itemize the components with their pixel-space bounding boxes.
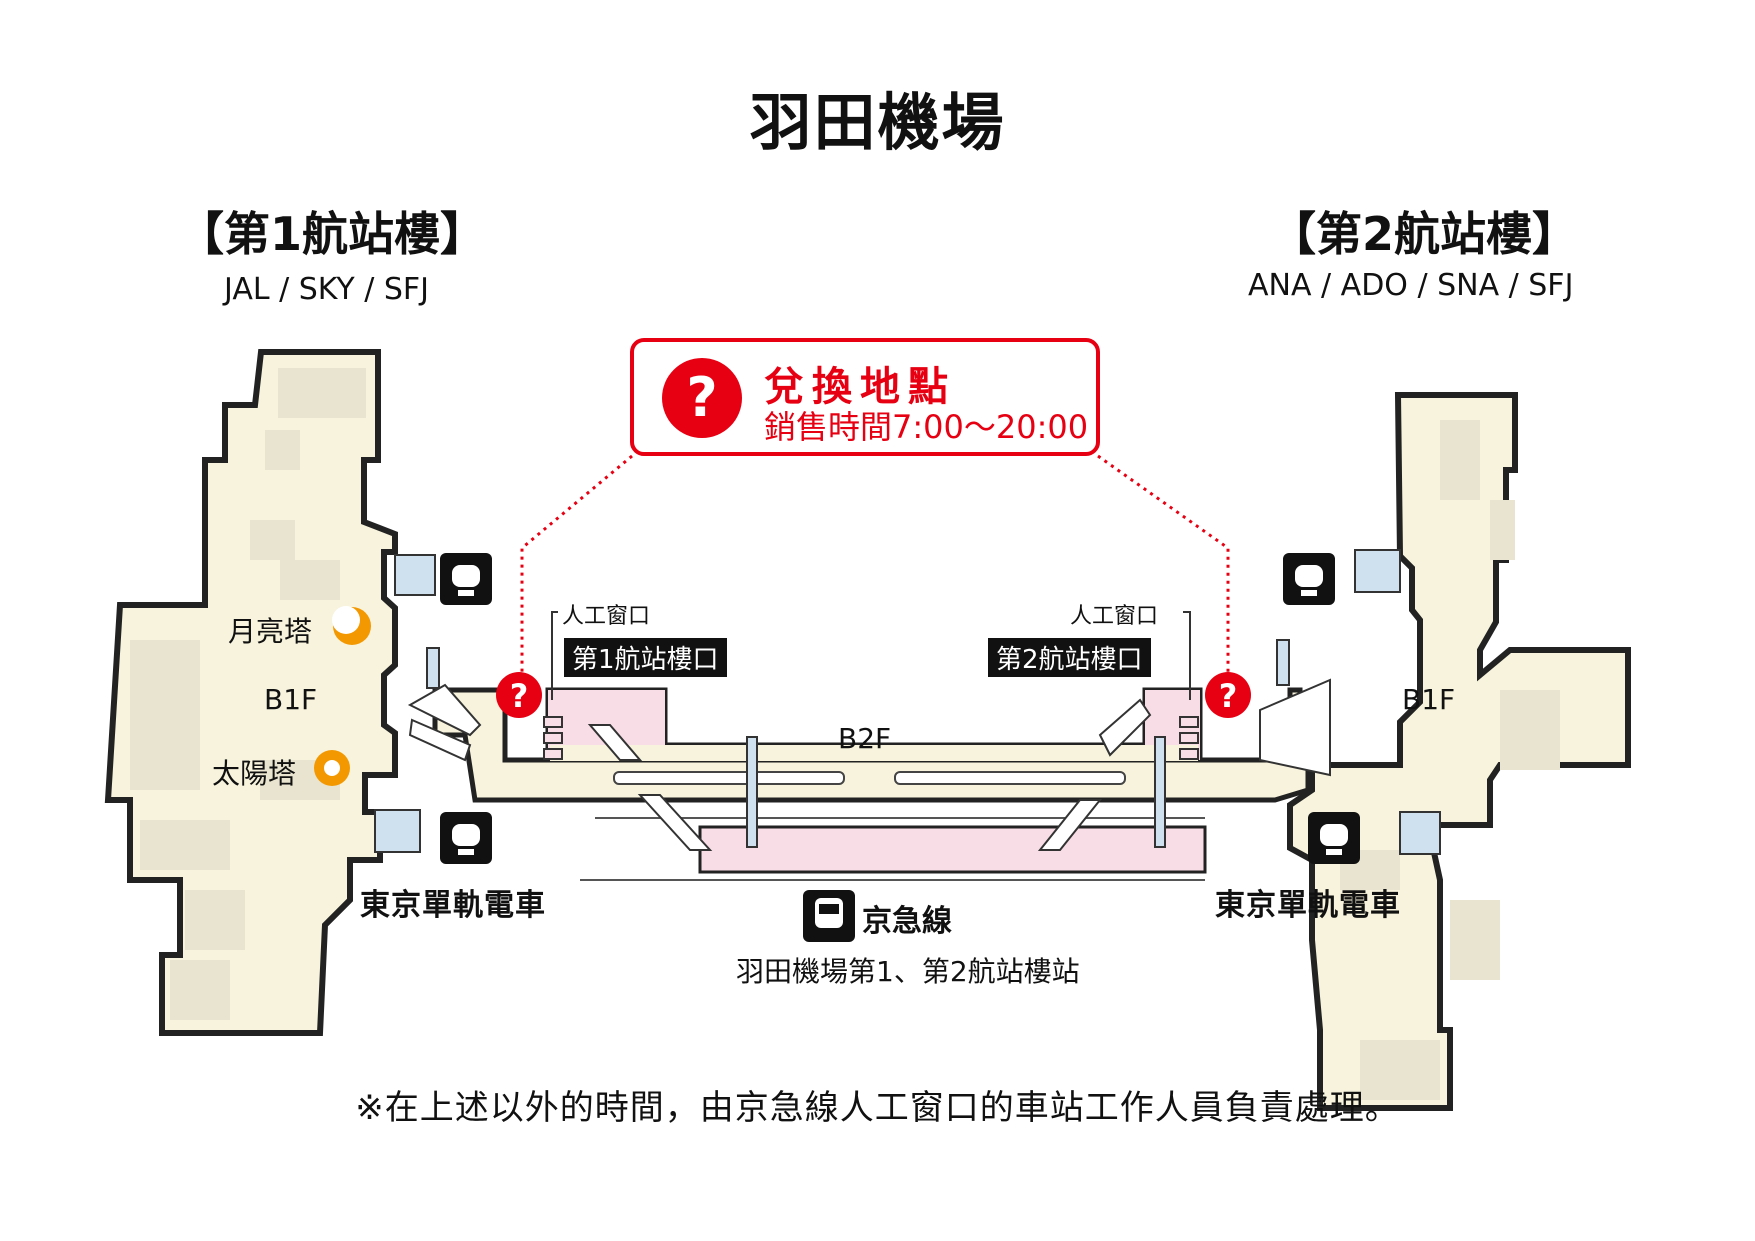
exchange-hours: 銷售時間7:00〜20:00: [764, 408, 1089, 446]
terminal1-name: 【第1航站樓】: [178, 207, 487, 261]
exchange-marker-left: [496, 672, 542, 718]
rail-2: [894, 771, 1126, 785]
rail-1: [613, 771, 845, 785]
keikyu-line-label: 京急線: [862, 904, 952, 939]
terminal1-rooms: [130, 368, 366, 1020]
glass-panels: [374, 549, 1441, 855]
keikyu-platform: [698, 825, 1207, 874]
terminal2-airlines: ANA / ADO / SNA / SFJ: [1248, 268, 1574, 303]
terminal2-floor: [1287, 392, 1631, 1111]
terminal1-floor-label: B1F: [264, 683, 318, 716]
escalators: [407, 678, 1331, 851]
window-label-right: 人工窗口: [1070, 604, 1159, 629]
window-label-left: 人工窗口: [562, 604, 651, 629]
gate2-label: 第2航站樓口: [988, 638, 1151, 677]
b2f-floor: [550, 745, 1198, 761]
exchange-marker-right: [1205, 672, 1251, 718]
svg-text:?: ?: [686, 366, 717, 429]
terminal2-floor-label: B1F: [1402, 683, 1456, 716]
page-title: 羽田機場: [749, 86, 1006, 159]
exchange-title: 兌換地點: [764, 364, 956, 410]
terminal2-rooms: [1340, 420, 1560, 1100]
exchange-marker-left-label: ?: [510, 677, 529, 715]
terminal1-airlines: JAL / SKY / SFJ: [224, 272, 430, 307]
sun-tower-label: 太陽塔: [212, 757, 297, 790]
exchange-question-icon: ?: [662, 358, 742, 438]
moon-tower-label: 月亮塔: [228, 615, 313, 648]
ticket-gates: [543, 716, 1199, 760]
terminal1-monorail-label: 東京單軌電車: [360, 888, 546, 923]
exchange-marker-right-label: ?: [1219, 677, 1238, 715]
gate1-label: 第1航站樓口: [564, 638, 727, 677]
station-name: 羽田機場第1、第2航站樓站: [736, 955, 1080, 988]
terminal2-monorail-label: 東京單軌電車: [1215, 888, 1401, 923]
footnote: ※在上述以外的時間，由京急線人工窗口的車站工作人員負責處理。: [355, 1088, 1400, 1128]
terminal2-name: 【第2航站樓】: [1270, 207, 1579, 261]
b2f-floor-label: B2F: [838, 722, 892, 755]
